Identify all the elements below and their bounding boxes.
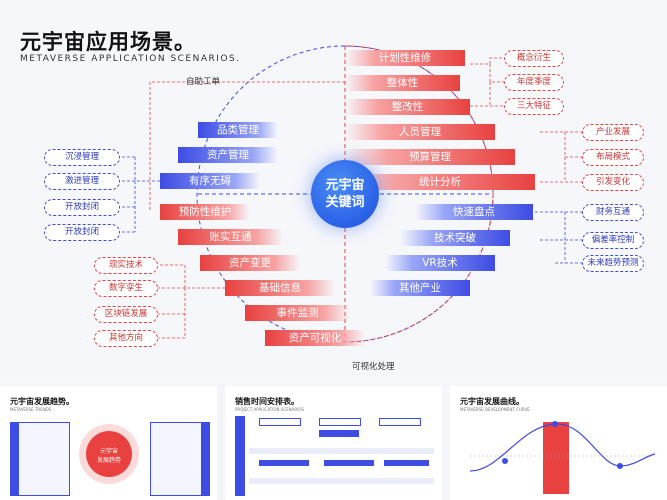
tag-pill: 偏差率控制	[582, 232, 644, 249]
connector-left-top	[120, 156, 160, 233]
keyword-bar-right-top: 计划性维修	[345, 50, 465, 66]
keyword-bar-left-bottom: 事件监测	[245, 305, 350, 321]
keyword-bar-left-bottom: 资产变更	[200, 255, 300, 271]
thumb-card-right	[150, 422, 210, 496]
keyword-bar-right-top: 人员管理	[345, 124, 495, 140]
tag-pill: 产业发展	[582, 124, 644, 141]
tag-pill: 开放封闭	[44, 199, 120, 216]
axis-label-bottom: 可视化处理	[352, 362, 395, 372]
connector-right-top1	[470, 57, 504, 107]
keyword-bar-right-bottom: 其他产业	[370, 280, 470, 296]
tag-pill: 激进管理	[44, 173, 120, 190]
thumbnail-slide-3[interactable]: 元宇宙发展曲线。 METAVERSE DEVELOPMENT CURVE	[450, 386, 667, 500]
thumb-card-left	[10, 422, 70, 496]
tag-pill: 年度季度	[504, 74, 564, 91]
thumb-curve	[469, 421, 656, 472]
keyword-bar-right-top: 统计分析	[345, 174, 535, 190]
tag-pill: 数字孪生	[94, 280, 158, 297]
keyword-bar-left-bottom: 账实互通	[178, 229, 283, 245]
tag-pill: 沉浸管理	[44, 149, 120, 166]
tag-pill: 引发变化	[582, 174, 644, 191]
thumb-highlight-column	[543, 422, 569, 494]
main-slide: 元宇宙应用场景。 METAVERSE APPLICATION SCENARIOS…	[20, 30, 644, 372]
connector-right-bottom	[535, 211, 582, 264]
center-text-line2: 关键词	[325, 195, 365, 210]
tag-pill: 布局模式	[582, 149, 644, 166]
keyword-bar-right-bottom: 技术突破	[400, 230, 510, 246]
thumbnail-title: 元宇宙发展趋势。	[10, 397, 74, 406]
center-text-line1: 元宇宙	[325, 178, 365, 193]
thumbnail-title: 销售时间安排表。	[235, 397, 299, 406]
keyword-bar-left-top: 品类管理	[198, 122, 278, 138]
tag-pill: 三大特征	[504, 98, 564, 115]
tag-pill: 未来趋势预测	[582, 255, 644, 272]
thumb-center-circle: 元宇宙 发展趋势	[86, 431, 132, 477]
keyword-bar-left-bottom: 基础信息	[225, 280, 335, 296]
thumbnail-slide-1[interactable]: 元宇宙发展趋势。 METAVERSE TRENDS 元宇宙 发展趋势	[0, 386, 217, 500]
keyword-bar-left-top: 有序无碍	[160, 173, 260, 189]
keyword-bar-right-bottom: VR技术	[385, 255, 495, 271]
thumbnail-slide-2[interactable]: 销售时间安排表。 PROJECT APPLICATION SCENARIOS	[225, 386, 442, 500]
tag-pill: 区块链发展	[94, 306, 158, 323]
keyword-bar-left-bottom: 资产可视化	[265, 330, 365, 346]
page-title: 元宇宙应用场景。	[20, 30, 196, 54]
keyword-bar-left-top: 资产管理	[178, 147, 278, 163]
tag-pill: 其他方向	[94, 330, 158, 347]
tag-pill: 现实技术	[94, 257, 158, 274]
tag-pill: 概念衍生	[504, 50, 564, 67]
thumbnail-title: 元宇宙发展曲线。	[460, 397, 524, 406]
thumbnail-subtitle: PROJECT APPLICATION SCENARIOS	[235, 407, 305, 412]
tag-pill: 开放封闭	[44, 224, 120, 241]
connector-top-label	[149, 81, 345, 210]
keyword-bar-right-top: 整改性	[345, 99, 470, 115]
thumbnail-subtitle: METAVERSE TRENDS	[10, 407, 52, 412]
tag-pill: 财务互通	[582, 204, 644, 221]
axis-label-top: 自助工单	[186, 77, 221, 87]
connector-right-top2	[540, 131, 582, 183]
keyword-bar-right-top: 预算管理	[345, 149, 515, 165]
keyword-bar-left-bottom: 预防性维护	[160, 204, 250, 220]
page-subtitle: METAVERSE APPLICATION SCENARIOS.	[20, 54, 241, 64]
center-keyword-circle: 元宇宙 关键词	[311, 160, 379, 228]
thumb-schedule-grid	[249, 418, 434, 494]
keyword-bar-right-top: 整体性	[345, 75, 460, 91]
keyword-bar-right-bottom: 快速盘点	[415, 204, 533, 220]
thumbnail-subtitle: METAVERSE DEVELOPMENT CURVE	[460, 407, 530, 412]
connector-left-bottom	[158, 264, 225, 339]
thumb-side-bar	[235, 416, 245, 496]
